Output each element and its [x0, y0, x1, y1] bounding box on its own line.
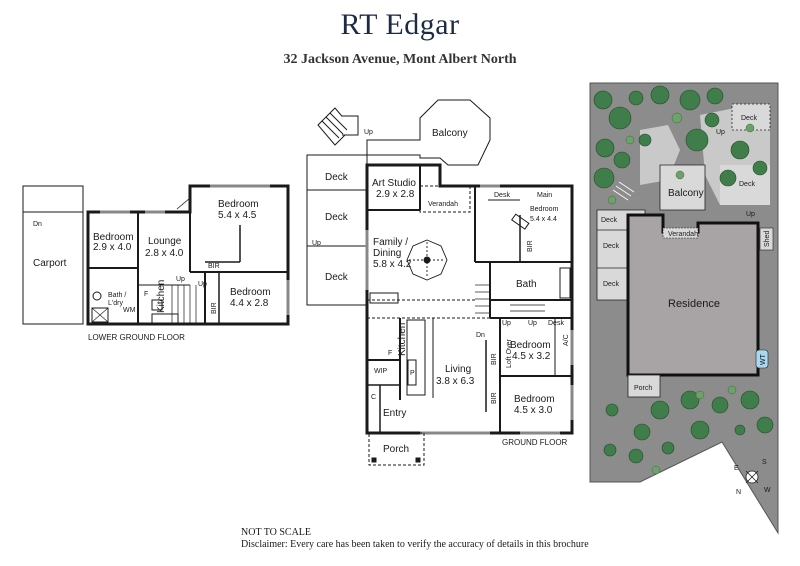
ground-floor-label: GROUND FLOOR	[502, 438, 568, 447]
site-deck-a-label: Deck	[601, 217, 617, 224]
gf-porch-label: Porch	[383, 444, 409, 455]
gf-up2-label: Up	[312, 240, 321, 247]
gf-cupboard-label: C	[371, 394, 376, 401]
disclaimer: NOT TO SCALE Disclaimer: Every care has …	[241, 527, 589, 551]
lg-dn-label: Dn	[33, 221, 42, 228]
site-shed-label: Shed	[764, 231, 771, 247]
gf-art-studio-dim: 2.9 x 2.8	[376, 189, 415, 200]
gf-dining-label: Dining	[373, 248, 401, 259]
lg-lounge-dim: 2.8 x 4.0	[145, 248, 184, 259]
not-to-scale: NOT TO SCALE	[241, 527, 312, 538]
gf-up4-label: Up	[502, 320, 511, 327]
lg-bedroom1-label: Bedroom	[93, 232, 134, 243]
gf-wip-label: WIP	[374, 368, 388, 375]
lg-bedroom3-dim: 4.4 x 2.8	[230, 298, 269, 309]
site-plan	[589, 82, 779, 535]
compass-s: S	[762, 459, 767, 466]
lower-ground-floor-plan	[22, 184, 290, 326]
site-balcony-label: Balcony	[668, 188, 704, 199]
gf-main-bedroom-label2: Bedroom	[530, 206, 559, 213]
lg-bir1-label: BIR	[208, 263, 220, 270]
gf-ac-label: A/C	[563, 334, 570, 346]
lg-wm-label: WM	[123, 307, 136, 314]
lg-bedroom1-dim: 2.9 x 4.0	[93, 242, 132, 253]
gf-desk1-label: Desk	[494, 192, 510, 199]
lg-bir2-label: BIR	[211, 302, 218, 314]
site-up1-label: Up	[716, 129, 725, 136]
lg-ldry-label: L'dry	[108, 300, 123, 307]
site-deck-right-label: Deck	[739, 181, 755, 188]
gf-balcony-label: Balcony	[432, 128, 468, 139]
site-water-tank-label: WT	[760, 353, 767, 365]
site-residence-label: Residence	[668, 298, 720, 310]
compass-icon	[745, 470, 759, 484]
gf-bir2-label: BIR	[491, 353, 498, 365]
gf-art-studio-label: Art Studio	[372, 178, 416, 189]
lg-carport-label: Carport	[33, 258, 67, 269]
gf-pantry-label: P	[410, 370, 415, 377]
gf-bir1-label: BIR	[527, 240, 534, 252]
gf-fridge-label: F	[388, 350, 392, 357]
gf-main-bedroom-label: Main	[537, 192, 552, 199]
gf-deck1-label: Deck	[325, 172, 349, 183]
gf-deck2-label: Deck	[325, 212, 349, 223]
ground-floor-plan	[306, 99, 574, 466]
gf-family-dim: 5.8 x 4.2	[373, 259, 412, 270]
gf-desk2-label: Desk	[548, 320, 564, 327]
compass-n: N	[736, 489, 741, 496]
gf-bedroom-b-dim: 4.5 x 3.0	[514, 405, 553, 416]
gf-loft-label: Loft Over	[506, 339, 513, 368]
gf-deck3-label: Deck	[325, 272, 349, 283]
lg-up2-label: Up	[198, 281, 207, 288]
lg-kitchen-label: Kitchen	[156, 280, 167, 313]
site-deck-top-label: Deck	[741, 115, 757, 122]
lg-fridge-label: F	[144, 291, 148, 298]
lg-bath-label: Bath /	[108, 292, 126, 299]
lg-bedroom2-dim: 5.4 x 4.5	[218, 210, 257, 221]
gf-living-dim: 3.8 x 6.3	[436, 376, 475, 387]
gf-up1-label: Up	[364, 129, 373, 136]
gf-family-label: Family /	[373, 237, 408, 248]
gf-bedroom-a-dim: 4.5 x 3.2	[512, 351, 551, 362]
gf-verandah-label: Verandah	[428, 201, 458, 208]
lg-bedroom2-label: Bedroom	[218, 199, 259, 210]
compass-e: E	[734, 465, 739, 472]
gf-up3-label: Up	[528, 320, 537, 327]
gf-main-bedroom-dim: 5.4 x 4.4	[530, 216, 557, 223]
site-deck-b-label: Deck	[603, 243, 619, 250]
disclaimer-text: Disclaimer: Every care has been taken to…	[241, 539, 589, 550]
gf-living-label: Living	[445, 364, 471, 375]
property-address: 32 Jackson Avenue, Mont Albert North	[283, 52, 517, 67]
compass-w: W	[764, 487, 771, 494]
gf-dn-label: Dn	[476, 332, 485, 339]
lg-bedroom3-label: Bedroom	[230, 287, 271, 298]
brand-logo: RT Edgar	[340, 8, 460, 41]
site-up2-label: Up	[746, 211, 755, 218]
lg-lounge-label: Lounge	[148, 236, 182, 247]
gf-kitchen-label: Kitchen	[397, 323, 408, 356]
gf-bath-label: Bath	[516, 279, 537, 290]
gf-bedroom-a-label: Bedroom	[510, 340, 551, 351]
lower-ground-floor-label: LOWER GROUND FLOOR	[88, 333, 185, 342]
lg-up1-label: Up	[176, 276, 185, 283]
site-verandah-label: Verandah	[668, 231, 698, 238]
gf-bir3-label: BIR	[491, 392, 498, 404]
gf-bedroom-b-label: Bedroom	[514, 394, 555, 405]
site-deck-c-label: Deck	[603, 281, 619, 288]
gf-entry-label: Entry	[383, 408, 406, 419]
site-porch-label: Porch	[634, 385, 652, 392]
